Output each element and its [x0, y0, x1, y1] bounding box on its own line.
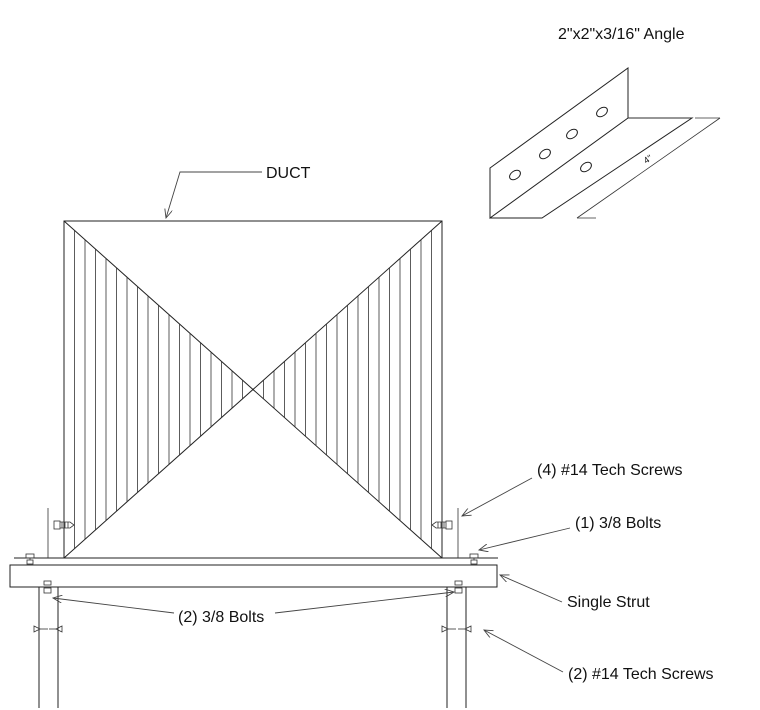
duct-hatch-left	[74, 230, 243, 549]
duct-hatch-right	[263, 230, 432, 549]
bolts-one-label: (1) 3/8 Bolts	[575, 515, 661, 532]
duct-leader	[166, 171, 262, 218]
angle-title: 2"x2"x3/16" Angle	[558, 26, 685, 43]
callout-tech-screws-top: (4) #14 Tech Screws	[462, 462, 683, 516]
post-screws-right	[441, 625, 472, 633]
callout-bolts-two: (2) 3/8 Bolts	[53, 592, 454, 626]
angle-dimension-label: 4"	[642, 153, 654, 166]
post-screws-left	[33, 625, 63, 633]
tech-screws-top-label: (4) #14 Tech Screws	[537, 462, 683, 479]
tech-screw-left	[53, 520, 75, 530]
bolt-bottom-left	[43, 580, 52, 594]
single-strut	[9, 564, 498, 588]
single-strut-label: Single Strut	[567, 594, 650, 611]
callout-bolts-one: (1) 3/8 Bolts	[479, 515, 661, 550]
bolt-top-right	[469, 553, 479, 565]
duct-label: DUCT	[266, 165, 311, 182]
hanger-post-left	[38, 587, 59, 708]
callout-single-strut: Single Strut	[500, 575, 650, 611]
bolts-two-label: (2) 3/8 Bolts	[178, 609, 264, 626]
tech-screws-bottom-label: (2) #14 Tech Screws	[568, 666, 714, 683]
hanger-post-right	[446, 587, 467, 708]
side-angles	[14, 508, 498, 559]
tech-screw-right	[431, 520, 453, 530]
angle-bolt-holes	[509, 106, 608, 181]
angle-detail: 2"x2"x3/16" Angle 4"	[489, 26, 721, 219]
callout-tech-screws-bottom: (2) #14 Tech Screws	[484, 630, 714, 683]
duct: DUCT	[63, 165, 443, 559]
bolt-top-left	[25, 553, 35, 565]
